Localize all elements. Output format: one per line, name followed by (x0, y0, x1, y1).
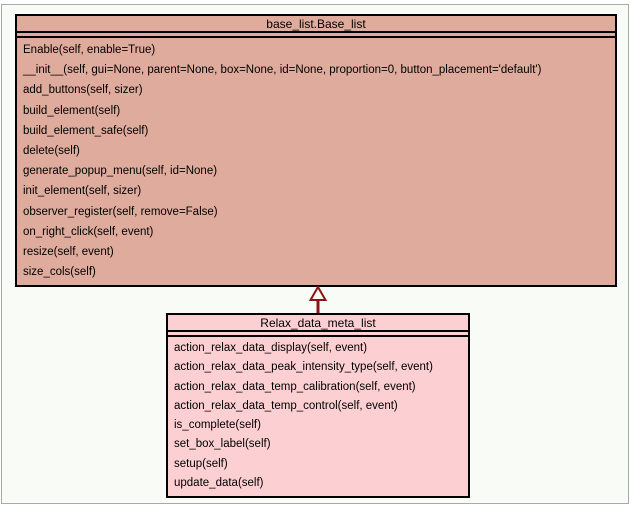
method-item: action_relax_data_temp_control(self, eve… (174, 399, 398, 412)
diagram-canvas: base_list.Base_list Enable(self, enable=… (1, 4, 629, 504)
method-item: init_element(self, sizer) (23, 185, 142, 198)
method-item: action_relax_data_temp_calibration(self,… (174, 380, 416, 393)
class-methods-compartment: action_relax_data_display(self, event) ac… (168, 337, 468, 493)
method-item: action_relax_data_peak_intensity_type(se… (174, 361, 433, 374)
method-item: is_complete(self) (174, 419, 261, 432)
method-item: build_element_safe(self) (23, 124, 149, 137)
method-item: Enable(self, enable=True) (23, 44, 156, 56)
class-title-base-list: base_list.Base_list (17, 16, 615, 33)
method-item: build_element(self) (23, 104, 121, 117)
class-attributes-compartment (168, 332, 468, 337)
method-item: size_cols(self) (23, 266, 96, 279)
method-item: __init__(self, gui=None, parent=None, bo… (23, 64, 542, 77)
class-methods-compartment: Enable(self, enable=True) __init__(self, … (17, 38, 615, 282)
arrow-triangle-icon (308, 286, 328, 301)
method-item: set_box_label(self) (174, 438, 271, 451)
method-item: update_data(self) (174, 477, 264, 490)
class-title-relax-data-meta-list: Relax_data_meta_list (168, 315, 468, 332)
method-item: add_buttons(self, sizer) (23, 84, 143, 97)
method-item: resize(self, event) (23, 246, 114, 259)
method-item: on_right_click(self, event) (23, 225, 154, 238)
method-item: observer_register(self, remove=False) (23, 205, 218, 218)
arrow-shaft (316, 299, 320, 314)
class-box-relax-data-meta-list: Relax_data_meta_list action_relax_data_d… (166, 313, 470, 498)
method-item: action_relax_data_display(self, event) (174, 342, 368, 354)
inheritance-arrow (308, 286, 328, 314)
method-item: delete(self) (23, 145, 80, 158)
class-box-base-list: base_list.Base_list Enable(self, enable=… (15, 14, 617, 287)
method-item: generate_popup_menu(self, id=None) (23, 165, 218, 178)
class-attributes-compartment (17, 33, 615, 38)
method-item: setup(self) (174, 457, 228, 470)
